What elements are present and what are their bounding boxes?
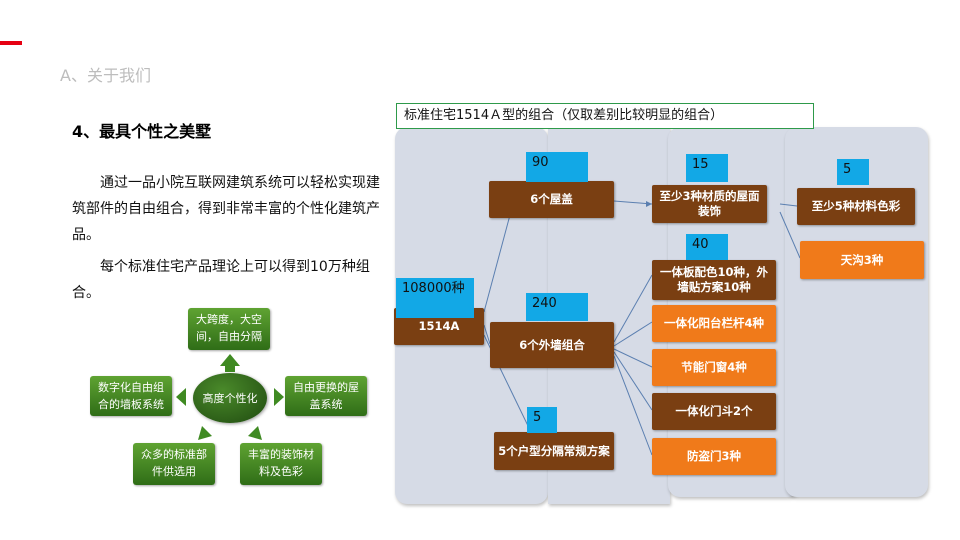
arrow-bottom-left-icon xyxy=(198,426,212,440)
tree-caption: 标准住宅1514Ａ型的组合（仅取差别比较明显的组合） xyxy=(396,103,814,129)
page-heading: 4、最具个性之美墅 xyxy=(72,122,212,141)
accent-bar xyxy=(0,41,22,45)
tree-roof-detail-tag: 15 xyxy=(686,154,728,182)
radial-node-left: 数字化自由组合的墙板系统 xyxy=(90,376,172,416)
tree-wall-tag: 240 xyxy=(526,293,588,321)
tree-roof-colors-node: 至少5种材料色彩 xyxy=(797,188,915,225)
radial-node-right: 自由更换的屋盖系统 xyxy=(285,376,367,416)
tree-wall-node: 6个外墙组合 xyxy=(490,322,614,368)
radial-node-top: 大跨度，大空间，自由分隔 xyxy=(188,308,270,350)
arrow-left-icon xyxy=(176,388,186,406)
arrow-right-icon xyxy=(274,388,284,406)
radial-node-bottom-right: 丰富的装饰材料及色彩 xyxy=(240,443,322,485)
radial-center-node: 高度个性化 xyxy=(193,373,267,423)
radial-node-bottom-left: 众多的标准部件供选用 xyxy=(133,443,215,485)
tree-wall-details-tag: 40 xyxy=(686,234,728,260)
section-title: A、关于我们 xyxy=(60,66,151,85)
tree-roof-colors-tag: 5 xyxy=(837,159,869,185)
arrow-right-icon xyxy=(646,201,652,207)
intro-paragraph-text: 通过一品小院互联网建筑系统可以轻松实现建筑部件的自由组合，得到非常丰富的个性化建… xyxy=(72,175,380,243)
arrow-bottom-right-icon xyxy=(248,426,262,440)
arrow-up-icon xyxy=(220,354,240,366)
tree-wall-detail-windows: 节能门窗4种 xyxy=(652,349,776,386)
tree-wall-detail-security-door: 防盗门3种 xyxy=(652,438,776,475)
combination-paragraph: 每个标准住宅产品理论上可以得到10万种组合。 xyxy=(72,254,382,306)
combination-paragraph-text: 每个标准住宅产品理论上可以得到10万种组合。 xyxy=(72,259,370,301)
tree-wall-detail-panel: 一体板配色10种，外墙贴方案10种 xyxy=(652,260,776,300)
tree-layout-tag: 5 xyxy=(527,407,557,433)
tree-wall-detail-porch: 一体化门斗2个 xyxy=(652,393,776,430)
tree-roof-detail-node: 至少3种材质的屋面装饰 xyxy=(652,185,767,223)
tree-gutter-node: 天沟3种 xyxy=(800,241,924,279)
tree-roof-node: 6个屋盖 xyxy=(489,181,614,218)
tree-layout-node: 5个户型分隔常规方案 xyxy=(494,432,614,470)
intro-paragraph: 通过一品小院互联网建筑系统可以轻松实现建筑部件的自由组合，得到非常丰富的个性化建… xyxy=(72,170,382,248)
tree-roof-tag: 90 xyxy=(526,152,588,182)
tree-wall-detail-balcony: 一体化阳台栏杆4种 xyxy=(652,305,776,342)
tree-root-tag: 108000种 xyxy=(396,278,474,318)
arrow-up-stem xyxy=(225,366,235,372)
